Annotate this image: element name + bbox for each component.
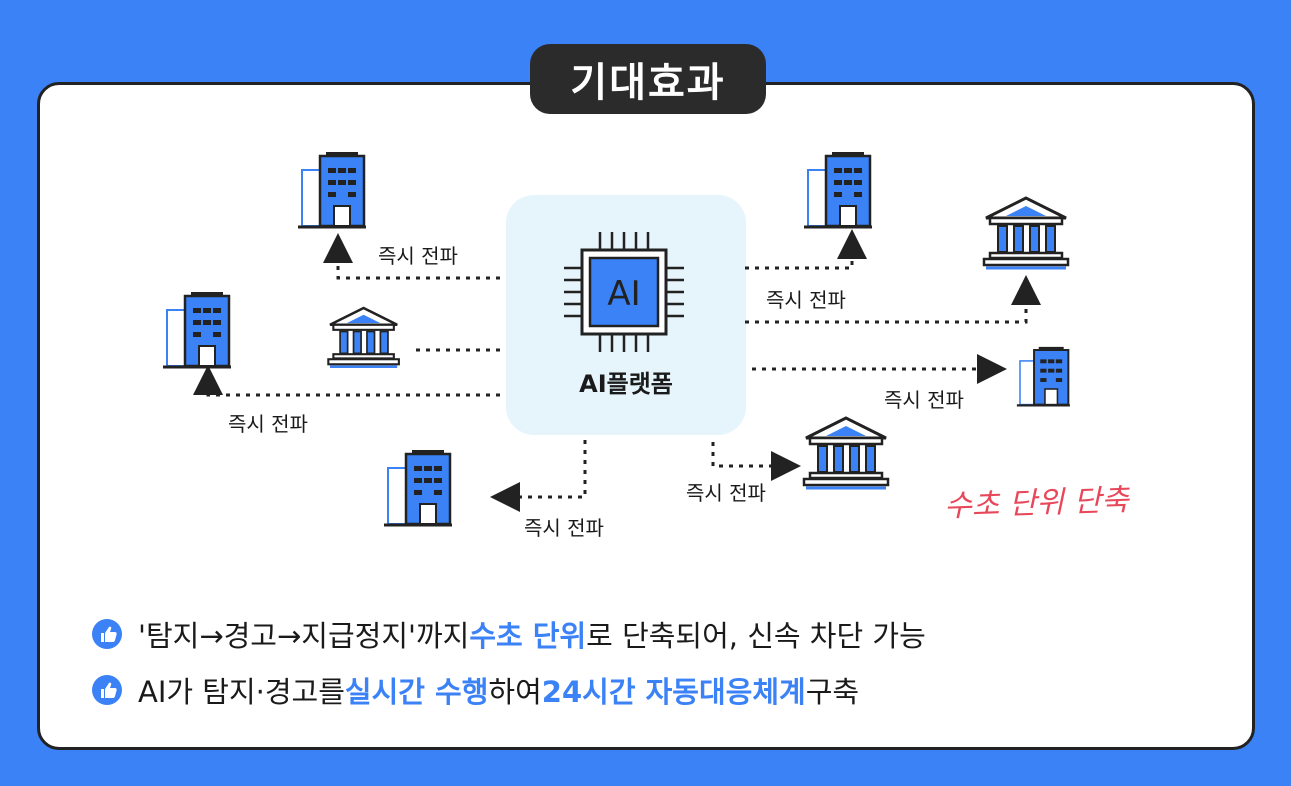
office-building-icon xyxy=(161,290,233,369)
bank-icon xyxy=(982,196,1070,270)
office-building-icon xyxy=(1015,345,1072,407)
propagation-links xyxy=(193,229,1041,512)
office-building-icon xyxy=(382,448,454,527)
propagation-label: 즉시 전파 xyxy=(686,481,766,505)
thumbs-up-icon xyxy=(92,675,122,705)
ai-chip-icon xyxy=(564,232,684,352)
bank-icon xyxy=(802,416,890,490)
propagation-label: 즉시 전파 xyxy=(378,244,458,268)
page-title: 기대효과 xyxy=(530,44,766,114)
handwritten-note: 수초 단위 단축 xyxy=(943,482,1130,525)
ai-chip-text: AI xyxy=(607,274,640,314)
bank-icon xyxy=(327,306,401,369)
thumbs-up-icon xyxy=(92,619,122,649)
office-building-icon xyxy=(296,150,368,229)
propagation-label: 즉시 전파 xyxy=(228,412,308,436)
ai-platform-label: AI플랫폼 xyxy=(579,370,673,398)
propagation-label: 즉시 전파 xyxy=(524,516,604,540)
propagation-label: 즉시 전파 xyxy=(884,388,964,412)
propagation-label: 즉시 전파 xyxy=(766,288,846,312)
office-building-icon xyxy=(802,150,874,229)
